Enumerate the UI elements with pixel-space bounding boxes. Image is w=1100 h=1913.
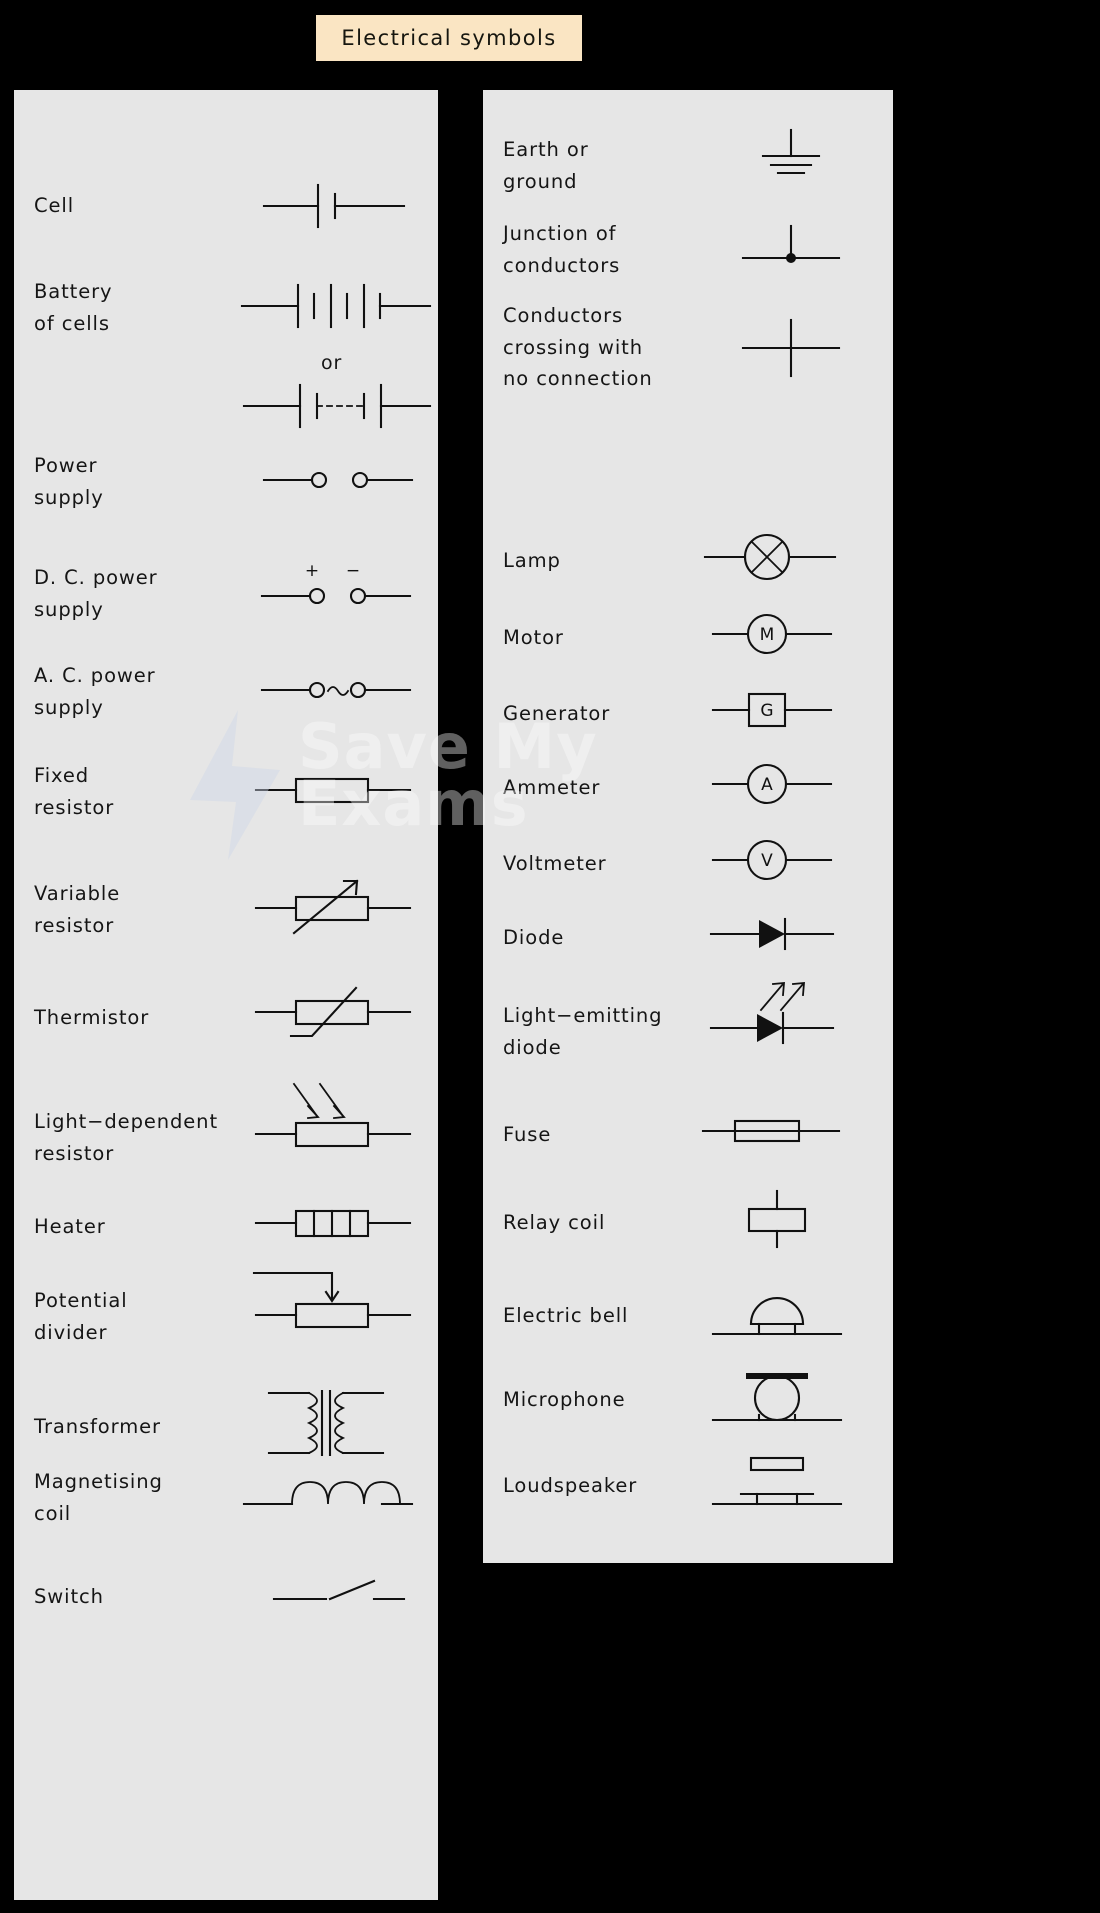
- svg-text:G: G: [760, 701, 773, 721]
- light-emitting-diode-icon: [683, 972, 863, 1068]
- loudspeaker-icon: [683, 1450, 863, 1514]
- svg-text:M: M: [760, 625, 775, 645]
- transformer-icon: [234, 1379, 424, 1467]
- thermistor-icon: [234, 980, 424, 1048]
- symbol-label: Electric bell: [503, 1304, 629, 1327]
- right-symbols-panel: Earth or ground Junction of conductors C…: [483, 90, 893, 1563]
- symbol-label: Lamp: [503, 549, 561, 572]
- voltmeter-icon: V: [683, 836, 863, 884]
- symbol-label: Heater: [34, 1215, 106, 1238]
- fixed-resistor-icon: [234, 770, 424, 810]
- page-title-banner: Electrical symbols: [316, 15, 582, 61]
- svg-text:+: +: [305, 561, 319, 581]
- symbol-label: Ammeter: [503, 776, 601, 799]
- symbol-label: D. C. power supply: [34, 566, 158, 621]
- fuse-icon: [683, 1111, 863, 1151]
- symbol-label: Relay coil: [503, 1211, 606, 1234]
- symbol-label: Fixed resistor: [34, 764, 115, 819]
- magnetising-coil-icon: [234, 1474, 424, 1518]
- symbol-label: Microphone: [503, 1388, 626, 1411]
- svg-text:V: V: [761, 851, 773, 871]
- dc-power-supply-icon: + −: [234, 554, 424, 616]
- symbol-label: Generator: [503, 702, 611, 725]
- symbol-label: Junction of conductors: [503, 222, 621, 277]
- symbol-label: Cell: [34, 194, 75, 218]
- symbol-label: Diode: [503, 926, 565, 949]
- symbol-label: Earth or ground: [503, 138, 589, 193]
- symbol-label: Motor: [503, 626, 564, 649]
- symbol-label: Conductors crossing with no connection: [503, 304, 653, 391]
- crossing-no-connection-icon: [683, 314, 863, 382]
- heater-icon: [234, 1203, 424, 1243]
- page-title: Electrical symbols: [341, 26, 557, 50]
- symbol-label: Power supply: [34, 454, 104, 509]
- symbol-label: Fuse: [503, 1123, 552, 1146]
- symbol-label: Battery of cells: [34, 280, 113, 335]
- left-symbols-panel: Cell Battery of cells: [14, 90, 438, 1900]
- symbol-label: Light−emitting diode: [503, 1004, 663, 1059]
- electric-bell-icon: [683, 1280, 863, 1344]
- light-dependent-resistor-icon: [234, 1074, 424, 1174]
- switch-icon: [234, 1571, 424, 1615]
- microphone-icon: [683, 1362, 863, 1432]
- cell-icon: [234, 180, 424, 232]
- power-supply-icon: [234, 460, 424, 500]
- variable-resistor-icon: [234, 870, 424, 946]
- symbol-label: A. C. power supply: [34, 664, 156, 719]
- motor-icon: M: [683, 610, 863, 658]
- symbol-label: Switch: [34, 1585, 104, 1608]
- ammeter-icon: A: [683, 760, 863, 808]
- svg-text:A: A: [761, 775, 773, 795]
- diode-icon: [683, 912, 863, 956]
- symbol-label: Loudspeaker: [503, 1474, 638, 1497]
- or-note: or: [321, 352, 343, 374]
- symbol-label: Light−dependent resistor: [34, 1110, 218, 1165]
- junction-of-conductors-icon: [683, 216, 863, 280]
- ac-power-supply-icon: [234, 670, 424, 710]
- symbol-label: Potential divider: [34, 1289, 128, 1344]
- battery-of-cells-icon: [234, 278, 434, 334]
- earth-ground-icon: [683, 122, 863, 186]
- symbol-label: Variable resistor: [34, 882, 121, 937]
- relay-coil-icon: [683, 1185, 863, 1253]
- symbol-label: Transformer: [34, 1415, 161, 1438]
- symbol-label: Voltmeter: [503, 852, 607, 875]
- symbol-label: Thermistor: [34, 1006, 150, 1029]
- potential-divider-icon: [234, 1259, 424, 1351]
- svg-text:−: −: [346, 561, 360, 581]
- battery-of-cells-alt-icon: [234, 378, 434, 434]
- lamp-icon: [683, 531, 863, 583]
- symbol-label: Magnetising coil: [34, 1470, 163, 1525]
- generator-icon: G: [683, 686, 863, 734]
